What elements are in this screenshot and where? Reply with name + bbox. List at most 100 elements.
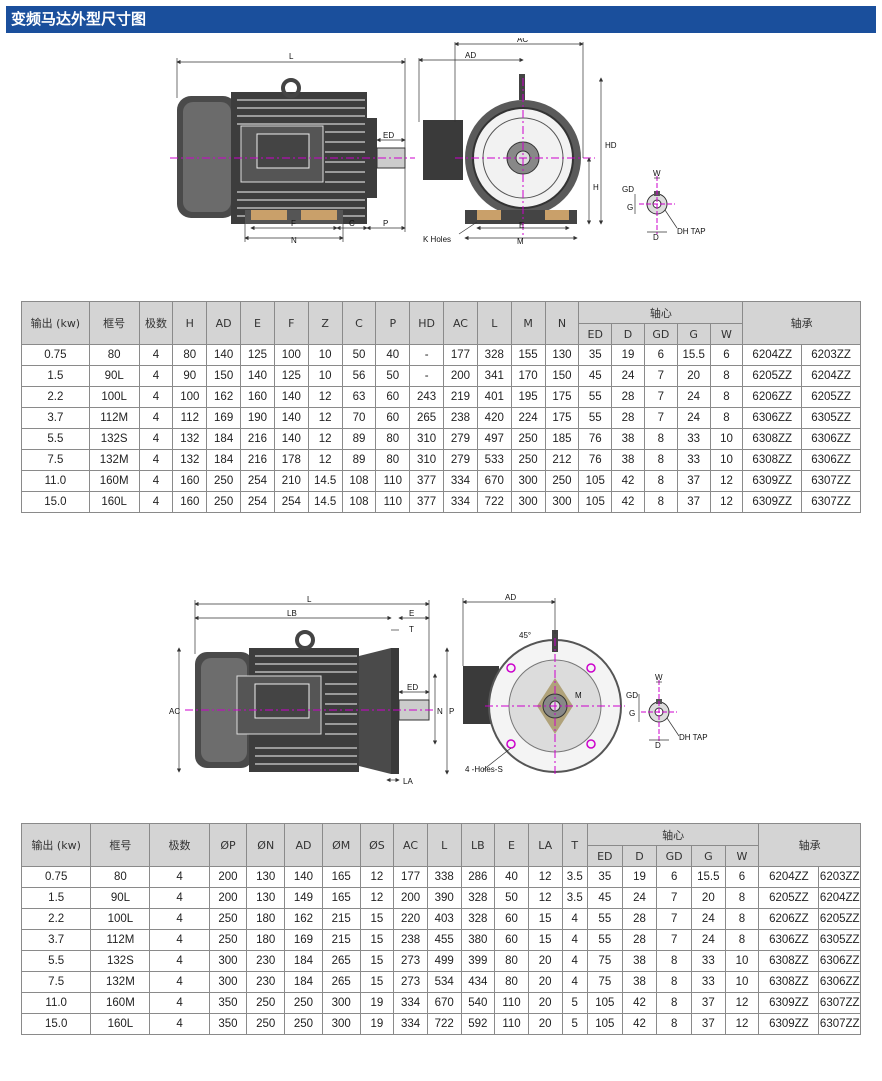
- table-cell: 216: [240, 449, 275, 471]
- dim-label-E: E: [409, 609, 414, 618]
- table-cell: 42: [611, 491, 645, 513]
- table-cell: 100L: [90, 908, 151, 930]
- table-cell: 300: [321, 992, 361, 1014]
- dim-label-k-holes: K Holes: [423, 235, 451, 244]
- table-cell: 55: [586, 929, 623, 951]
- table-cell: 89: [341, 449, 377, 471]
- table-cell: 112M: [90, 929, 151, 951]
- dim-label-H: H: [593, 183, 599, 192]
- col-header: 框号: [90, 823, 151, 867]
- table-cell: 4: [561, 950, 588, 972]
- table-cell: 195: [510, 386, 546, 408]
- table-cell: 254: [240, 470, 275, 492]
- table-cell: 175: [544, 407, 580, 429]
- table-cell: 265: [409, 407, 445, 429]
- table-cell: 350: [208, 1013, 248, 1035]
- table-cell: 4: [138, 449, 174, 471]
- col-header: LB: [460, 823, 496, 867]
- table-cell: 254: [273, 491, 309, 513]
- table-cell: 105: [578, 470, 613, 492]
- table-cell: 8: [724, 929, 760, 951]
- table-cell: 33: [676, 428, 711, 450]
- table-cell: 19: [359, 992, 395, 1014]
- dim-label-L: L: [289, 52, 294, 61]
- table-cell: 28: [611, 407, 645, 429]
- table-cell: 230: [246, 971, 286, 993]
- table-cell: 110: [494, 1013, 529, 1035]
- table-cell: 7: [643, 386, 678, 408]
- table-cell: 160L: [88, 491, 140, 513]
- table-cell: 6: [724, 866, 760, 888]
- table-cell: 14.5: [307, 491, 343, 513]
- table-cell: 4: [149, 908, 210, 930]
- table-cell: 180: [246, 908, 286, 930]
- dim-label-holes: 4 -Holes-S: [465, 765, 503, 774]
- table-cell: 6309ZZ: [742, 470, 803, 492]
- table-cell: 33: [691, 950, 726, 972]
- table-cell: 7: [643, 407, 678, 429]
- table-cell: 6307ZZ: [818, 992, 861, 1014]
- table-cell: 5: [561, 1013, 588, 1035]
- table-cell: 6205ZZ: [758, 887, 820, 909]
- table-cell: 190: [240, 407, 275, 429]
- col-header: ØS: [359, 823, 395, 867]
- table-cell: 150: [206, 365, 242, 387]
- table-cell: 42: [621, 992, 658, 1014]
- dim-label-N: N: [437, 707, 443, 716]
- dim-label-GD: GD: [626, 691, 638, 700]
- col-subheader: ED: [586, 845, 623, 867]
- table-cell: 8: [656, 971, 692, 993]
- table-cell: 24: [691, 929, 726, 951]
- table-cell: 300: [208, 971, 248, 993]
- table-cell: 216: [240, 428, 275, 450]
- table-cell: 155: [510, 344, 546, 366]
- table-cell: 341: [476, 365, 512, 387]
- col-header: F: [273, 301, 309, 345]
- col-header: T: [561, 823, 588, 867]
- table-cell: 10: [307, 365, 343, 387]
- table-cell: 540: [460, 992, 496, 1014]
- table-cell: 132: [172, 428, 208, 450]
- table-cell: 90L: [90, 887, 151, 909]
- col-header: 输出 (kw): [21, 301, 90, 345]
- table-cell: 76: [578, 428, 613, 450]
- table-cell: 4: [561, 929, 588, 951]
- dim-label-GD: GD: [622, 185, 634, 194]
- table-cell: 177: [443, 344, 478, 366]
- table-cell: 105: [586, 1013, 623, 1035]
- dim-label-M: M: [517, 237, 524, 246]
- table-cell: 15: [359, 929, 395, 951]
- table-cell: 35: [578, 344, 613, 366]
- table-cell: 125: [240, 344, 275, 366]
- table-cell: 169: [206, 407, 242, 429]
- table-cell: 224: [510, 407, 546, 429]
- table-cell: 178: [273, 449, 309, 471]
- table-cell: 300: [510, 491, 546, 513]
- table-cell: 334: [393, 992, 428, 1014]
- table-cell: 24: [676, 407, 711, 429]
- table-cell: 8: [656, 950, 692, 972]
- table-cell: 80: [494, 971, 529, 993]
- table-cell: 24: [611, 365, 645, 387]
- table-cell: 4: [138, 344, 174, 366]
- table-cell: 6308ZZ: [758, 950, 820, 972]
- dim-label-T: T: [409, 625, 414, 634]
- table-cell: 6306ZZ: [801, 449, 861, 471]
- motor-drawing-flange-mount: L LB E T ED AC N P LA AD 45° M 4 -Holes-…: [165, 594, 725, 784]
- table-cell: 45: [586, 887, 623, 909]
- table-cell: 6206ZZ: [758, 908, 820, 930]
- table-cell: 254: [240, 491, 275, 513]
- foot-mount-spec-table: 输出 (kw) 框号 极数 H AD E F Z C P HD AC L M N…: [21, 301, 861, 513]
- table-cell: 6206ZZ: [742, 386, 803, 408]
- table-cell: 140: [206, 344, 242, 366]
- table-cell: 212: [544, 449, 580, 471]
- table-cell: 2.2: [21, 386, 90, 408]
- table-cell: 100L: [88, 386, 140, 408]
- flange-mount-spec-table: 输出 (kw) 框号 极数 ØP ØN AD ØM ØS AC L LB E L…: [20, 823, 861, 1035]
- table-cell: 273: [393, 971, 428, 993]
- table-cell: -: [409, 365, 445, 387]
- table-cell: 6204ZZ: [742, 344, 803, 366]
